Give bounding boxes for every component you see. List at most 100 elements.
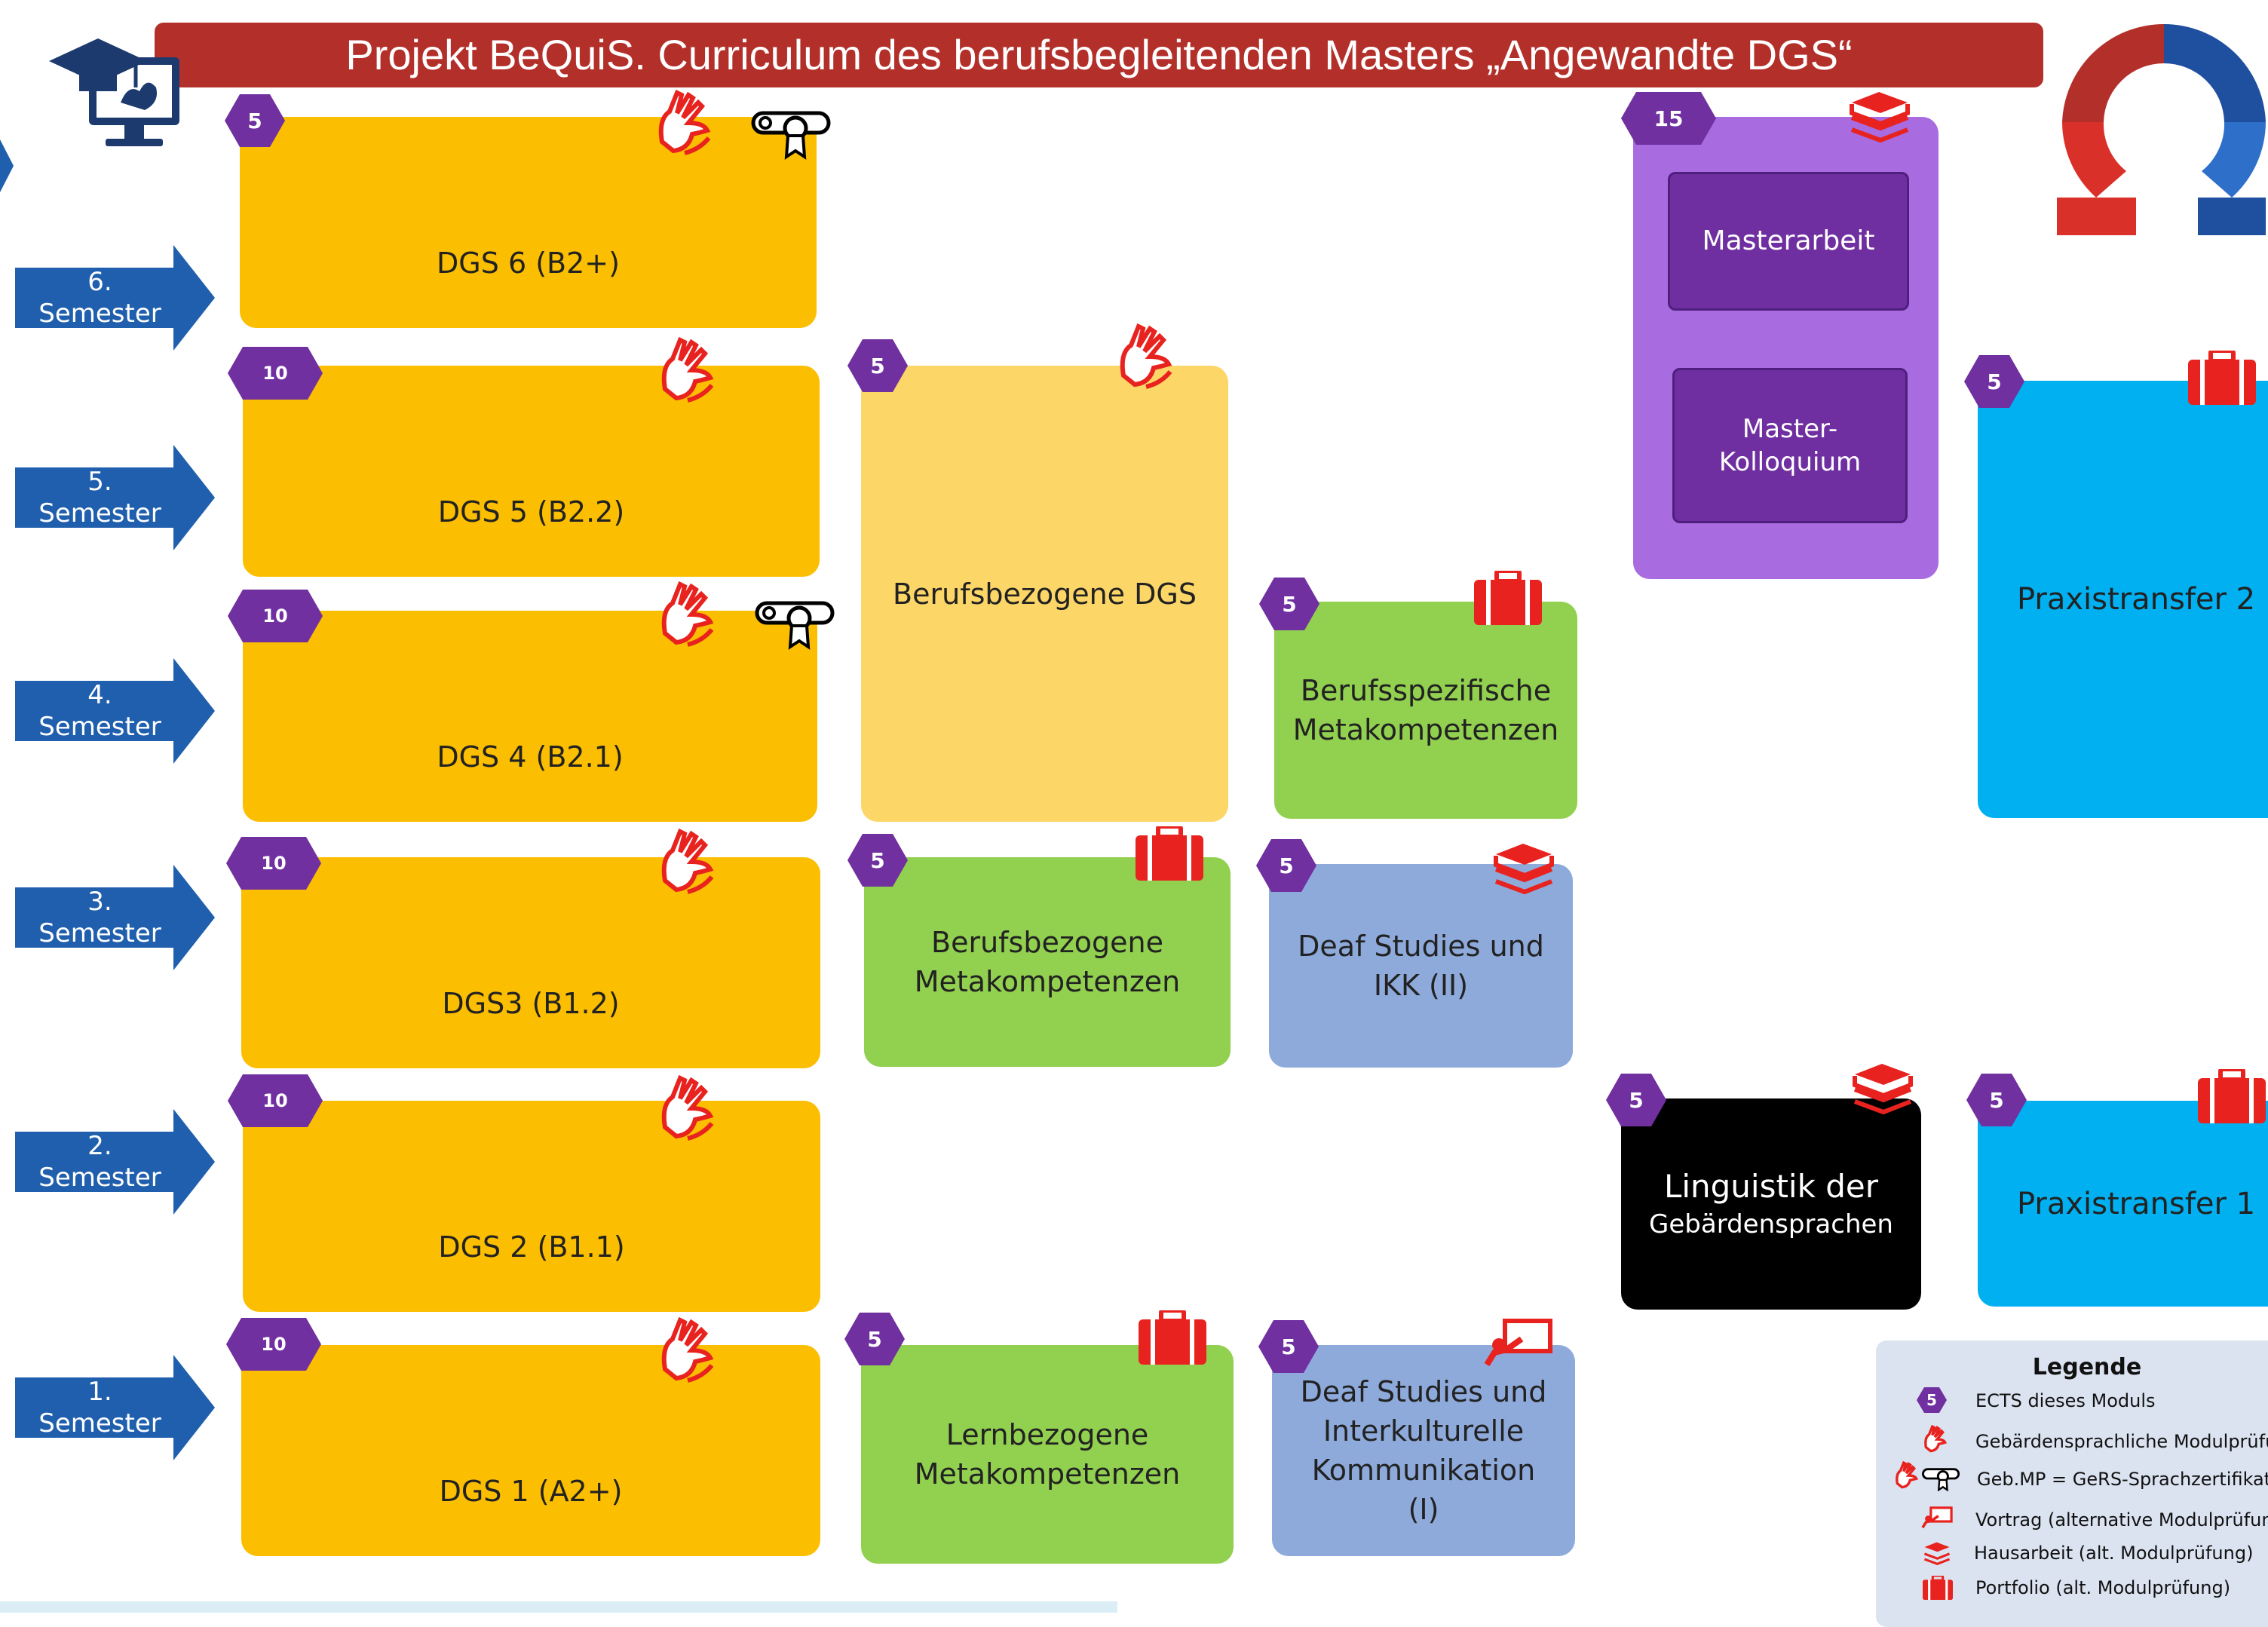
briefcase-icon xyxy=(1923,1574,1953,1603)
ects-badge: 10 xyxy=(228,590,323,642)
module-dgs3: DGS3 (B1.2) xyxy=(241,857,820,1068)
module-berufsbezogene-metakompetenzen: Berufsbezogene Metakompetenzen xyxy=(864,857,1231,1067)
legend-title: Legende xyxy=(2032,1354,2142,1380)
module-title-line: IKK (II) xyxy=(1373,969,1469,1002)
module-title-line: Kolloquium xyxy=(1718,447,1862,477)
sign-hands-icon xyxy=(1116,323,1176,394)
ects-badge: 10 xyxy=(228,1074,323,1127)
module-title-line: (I) xyxy=(1408,1493,1439,1526)
semester-label: Semester xyxy=(38,918,161,948)
ects-badge: 5 xyxy=(1606,1074,1666,1126)
sign-hands-icon xyxy=(657,1074,718,1145)
module-title: Berufsbezogene DGS xyxy=(893,577,1197,611)
master-thesis-box: Masterarbeit xyxy=(1668,172,1909,311)
semester-label: Semester xyxy=(38,1408,161,1439)
semester-label: Semester xyxy=(38,712,161,742)
ects-badge: 15 xyxy=(1621,92,1716,145)
semester-number: 5. xyxy=(87,467,112,497)
module-title-line: Metakompetenzen xyxy=(914,965,1181,998)
module-title: Masterarbeit xyxy=(1702,225,1875,256)
page-title: Projekt BeQuiS. Curriculum des berufsbeg… xyxy=(155,23,2043,87)
ects-badge: 5 xyxy=(1258,1320,1319,1373)
module-linguistik: Linguistik der Gebärdensprachen xyxy=(1621,1098,1921,1310)
presentation-icon xyxy=(1484,1318,1553,1371)
legend-item: Hausarbeit (alt. Modulprüfung) xyxy=(1974,1543,2254,1564)
graduation-monitor-icon xyxy=(45,27,188,155)
ects-badge: 5 xyxy=(1256,839,1316,892)
module-dgs6: DGS 6 (B2+) xyxy=(240,117,817,328)
module-title-line: Metakompetenzen xyxy=(1292,713,1559,746)
sign-hands-icon xyxy=(654,89,715,160)
semester-label: Semester xyxy=(38,498,161,529)
ects-badge: 5 xyxy=(1259,578,1319,630)
module-title: DGS 5 (B2.2) xyxy=(437,495,625,529)
semester-arrow-5: 5.Semester xyxy=(15,445,215,550)
books-icon xyxy=(1852,1059,1914,1120)
semester-number: 6. xyxy=(87,267,112,297)
semester-label: Semester xyxy=(38,1163,161,1193)
module-praxistransfer-1: Praxistransfer 1 xyxy=(1978,1101,2268,1307)
briefcase-icon xyxy=(2188,348,2256,408)
footer-strip xyxy=(0,1601,1117,1613)
legend-item: Vortrag (alternative Modulprüfun xyxy=(1975,1509,2268,1530)
books-icon xyxy=(1923,1540,1951,1569)
semester-label: Semester xyxy=(38,299,161,329)
books-icon xyxy=(1849,87,1911,148)
legend-item: Portfolio (alt. Modulprüfung) xyxy=(1975,1577,2231,1598)
ects-badge: 5 xyxy=(847,339,908,392)
module-deaf-studies-ikk1: Deaf Studies und Interkulturelle Kommuni… xyxy=(1272,1345,1575,1556)
legend-item: Geb.MP = GeRS-Sprachzertifikat xyxy=(1977,1469,2268,1490)
semester-arrow-2: 2.Semester xyxy=(15,1109,215,1215)
module-dgs2: DGS 2 (B1.1) xyxy=(243,1101,820,1312)
module-title-line: Berufsbezogene xyxy=(931,926,1163,959)
module-title: DGS 4 (B2.1) xyxy=(437,740,624,774)
master-colloquium-box: Master- Kolloquium xyxy=(1672,368,1908,523)
ects-badge: 5 xyxy=(1966,1074,2027,1126)
ects-badge: 5 xyxy=(847,834,908,887)
module-dgs4: DGS 4 (B2.1) xyxy=(243,611,817,822)
legend-item: Gebärdensprachliche Modulprüfu xyxy=(1975,1431,2268,1452)
module-title-line: Deaf Studies und xyxy=(1300,1375,1547,1408)
certificate-icon xyxy=(1921,1466,1962,1494)
module-title: DGS 1 (A2+) xyxy=(439,1475,623,1508)
certificate-icon xyxy=(754,596,838,653)
module-title-line: Lernbezogene xyxy=(946,1418,1149,1451)
presentation-icon xyxy=(1921,1506,1953,1532)
module-berufsspezifische-metakompetenzen: Berufsspezifische Metakompetenzen xyxy=(1274,602,1577,819)
semester-number: 3. xyxy=(87,887,112,917)
logo-ring-icon xyxy=(2051,17,2268,239)
briefcase-icon xyxy=(2198,1067,2266,1126)
ects-badge: 10 xyxy=(226,1318,321,1371)
ects-badge: 5 xyxy=(844,1313,905,1365)
ects-badge: 10 xyxy=(226,837,321,890)
module-praxistransfer-2: Praxistransfer 2 xyxy=(1978,381,2268,818)
sign-hands-icon xyxy=(1894,1460,1920,1493)
ects-badge: 10 xyxy=(228,347,323,400)
ects-badge: 5 xyxy=(1917,1387,1947,1413)
certificate-icon xyxy=(750,106,835,163)
semester-arrow-6: 6.Semester xyxy=(15,245,215,351)
sign-hands-icon xyxy=(657,828,718,899)
module-berufsbezogene-dgs: Berufsbezogene DGS xyxy=(861,366,1228,822)
module-title-line: Interkulturelle xyxy=(1322,1414,1525,1448)
sign-hands-icon xyxy=(657,1316,718,1387)
semester-arrow-4: 4.Semester xyxy=(15,658,215,764)
legend-item: ECTS dieses Moduls xyxy=(1975,1390,2156,1411)
semester-number: 2. xyxy=(87,1131,112,1161)
briefcase-icon xyxy=(1474,568,1542,628)
ects-badge: 5 xyxy=(1964,355,2024,408)
module-title-line: Gebärdensprachen xyxy=(1649,1209,1893,1239)
module-title-line: Kommunikation xyxy=(1311,1454,1536,1487)
module-title: Praxistransfer 1 xyxy=(2017,1186,2256,1221)
semester-number: 4. xyxy=(87,680,112,710)
module-title: DGS3 (B1.2) xyxy=(442,987,620,1020)
module-title: DGS 2 (B1.1) xyxy=(438,1230,625,1264)
sign-hands-icon xyxy=(657,336,718,407)
module-title-line: Berufsspezifische xyxy=(1300,674,1552,707)
books-icon xyxy=(1493,839,1555,899)
module-title-line: Linguistik der xyxy=(1663,1168,1879,1205)
sign-hands-icon xyxy=(1923,1424,1948,1457)
module-lernbezogene-metakompetenzen: Lernbezogene Metakompetenzen xyxy=(861,1345,1234,1564)
semester-arrow-3: 3.Semester xyxy=(15,865,215,970)
semester-number: 1. xyxy=(87,1377,112,1407)
